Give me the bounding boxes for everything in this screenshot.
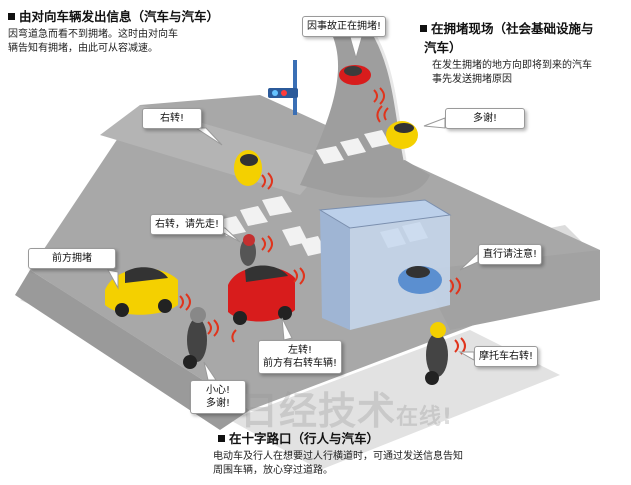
watermark-main: 日经技术	[240, 389, 397, 433]
red-car-top	[339, 65, 371, 85]
bubble-congestion-ahead: 前方拥堵	[28, 248, 116, 269]
heading-text: 在十字路口（行人与汽车）	[229, 431, 380, 446]
description-line: 在发生拥堵的地方向即将到来的汽车	[432, 60, 592, 71]
section-congestion-site: 在拥堵现场（社会基础设施与 汽车） 在发生拥堵的地方向即将到来的汽车 事先发送拥…	[420, 18, 625, 87]
bubble-line: 小心!	[205, 385, 230, 396]
yellow-car-large	[105, 267, 178, 317]
heading-text: 在拥堵现场（社会基础设施与	[431, 21, 594, 36]
section-car-to-car: 由对向车辆发出信息（汽车与汽车） 因弯道急而看不到拥堵。这时由对向车 辆告知有拥…	[8, 6, 308, 56]
bubble-go-straight: 直行请注意!	[478, 244, 543, 265]
bubble-line: 左转!	[288, 345, 313, 356]
description-line: 周围车辆，放心穿过道路。	[213, 465, 333, 476]
yellow-car-curve	[386, 121, 418, 149]
yellow-car-small	[234, 150, 262, 186]
roadside-unit	[318, 199, 452, 330]
section-heading: 在拥堵现场（社会基础设施与	[420, 18, 625, 37]
motorcycle-right	[425, 322, 448, 385]
bubble-accident-congestion: 因事故正在拥堵!	[302, 16, 387, 37]
bubble-line: 多谢!	[205, 398, 230, 409]
section-heading: 在十字路口（行人与汽车）	[218, 428, 538, 447]
motorcycle-center	[240, 234, 256, 266]
section-intersection: 在十字路口（行人与汽车） 电动车及行人在想要过人行横道时，可通过发送信息告知 周…	[213, 428, 538, 478]
section-description: 因弯道急而看不到拥堵。这时由对向车 辆告知有拥堵，由此可从容减速。	[8, 28, 308, 56]
description-line: 电动车及行人在想要过人行横道时，可通过发送信息告知	[213, 451, 463, 462]
description-line: 辆告知有拥堵，由此可从容减速。	[8, 43, 158, 54]
section-description: 电动车及行人在想要过人行横道时，可通过发送信息告知 周围车辆，放心穿过道路。	[213, 450, 538, 478]
red-car-large	[228, 265, 295, 325]
bubble-line: 前方有右转车辆!	[263, 358, 338, 369]
bubble-careful-thanks: 小心! 多谢!	[190, 380, 246, 414]
watermark: 日经技术在线!	[240, 380, 453, 435]
bullet-square-icon	[8, 13, 15, 20]
bubble-thanks-top: 多谢!	[445, 108, 525, 129]
watermark-small: 在线!	[396, 405, 454, 430]
bubble-turn-right-go-first: 右转，请先走!	[150, 214, 225, 235]
bubble-motorcycle-right: 摩托车右转!	[474, 346, 539, 367]
road-right-lower	[420, 250, 600, 330]
section-heading: 由对向车辆发出信息（汽车与汽车）	[8, 6, 308, 25]
traffic-signal	[268, 60, 298, 115]
bubble-left-turn: 左转! 前方有右转车辆!	[258, 340, 343, 374]
signal-waves	[179, 87, 466, 355]
description-line: 事先发送拥堵原因	[432, 74, 512, 85]
bullet-square-icon	[218, 435, 225, 442]
section-description: 在发生拥堵的地方向即将到来的汽车 事先发送拥堵原因	[420, 59, 625, 87]
motorcycle-left	[183, 307, 207, 369]
heading-text: 汽车）	[424, 40, 462, 55]
road-curve-top	[300, 20, 430, 198]
description-line: 因弯道急而看不到拥堵。这时由对向车	[8, 29, 178, 40]
heading-text: 由对向车辆发出信息（汽车与汽车）	[19, 9, 220, 24]
bullet-square-icon	[420, 25, 427, 32]
blue-car	[398, 266, 442, 294]
bubble-turn-right: 右转!	[142, 108, 202, 129]
